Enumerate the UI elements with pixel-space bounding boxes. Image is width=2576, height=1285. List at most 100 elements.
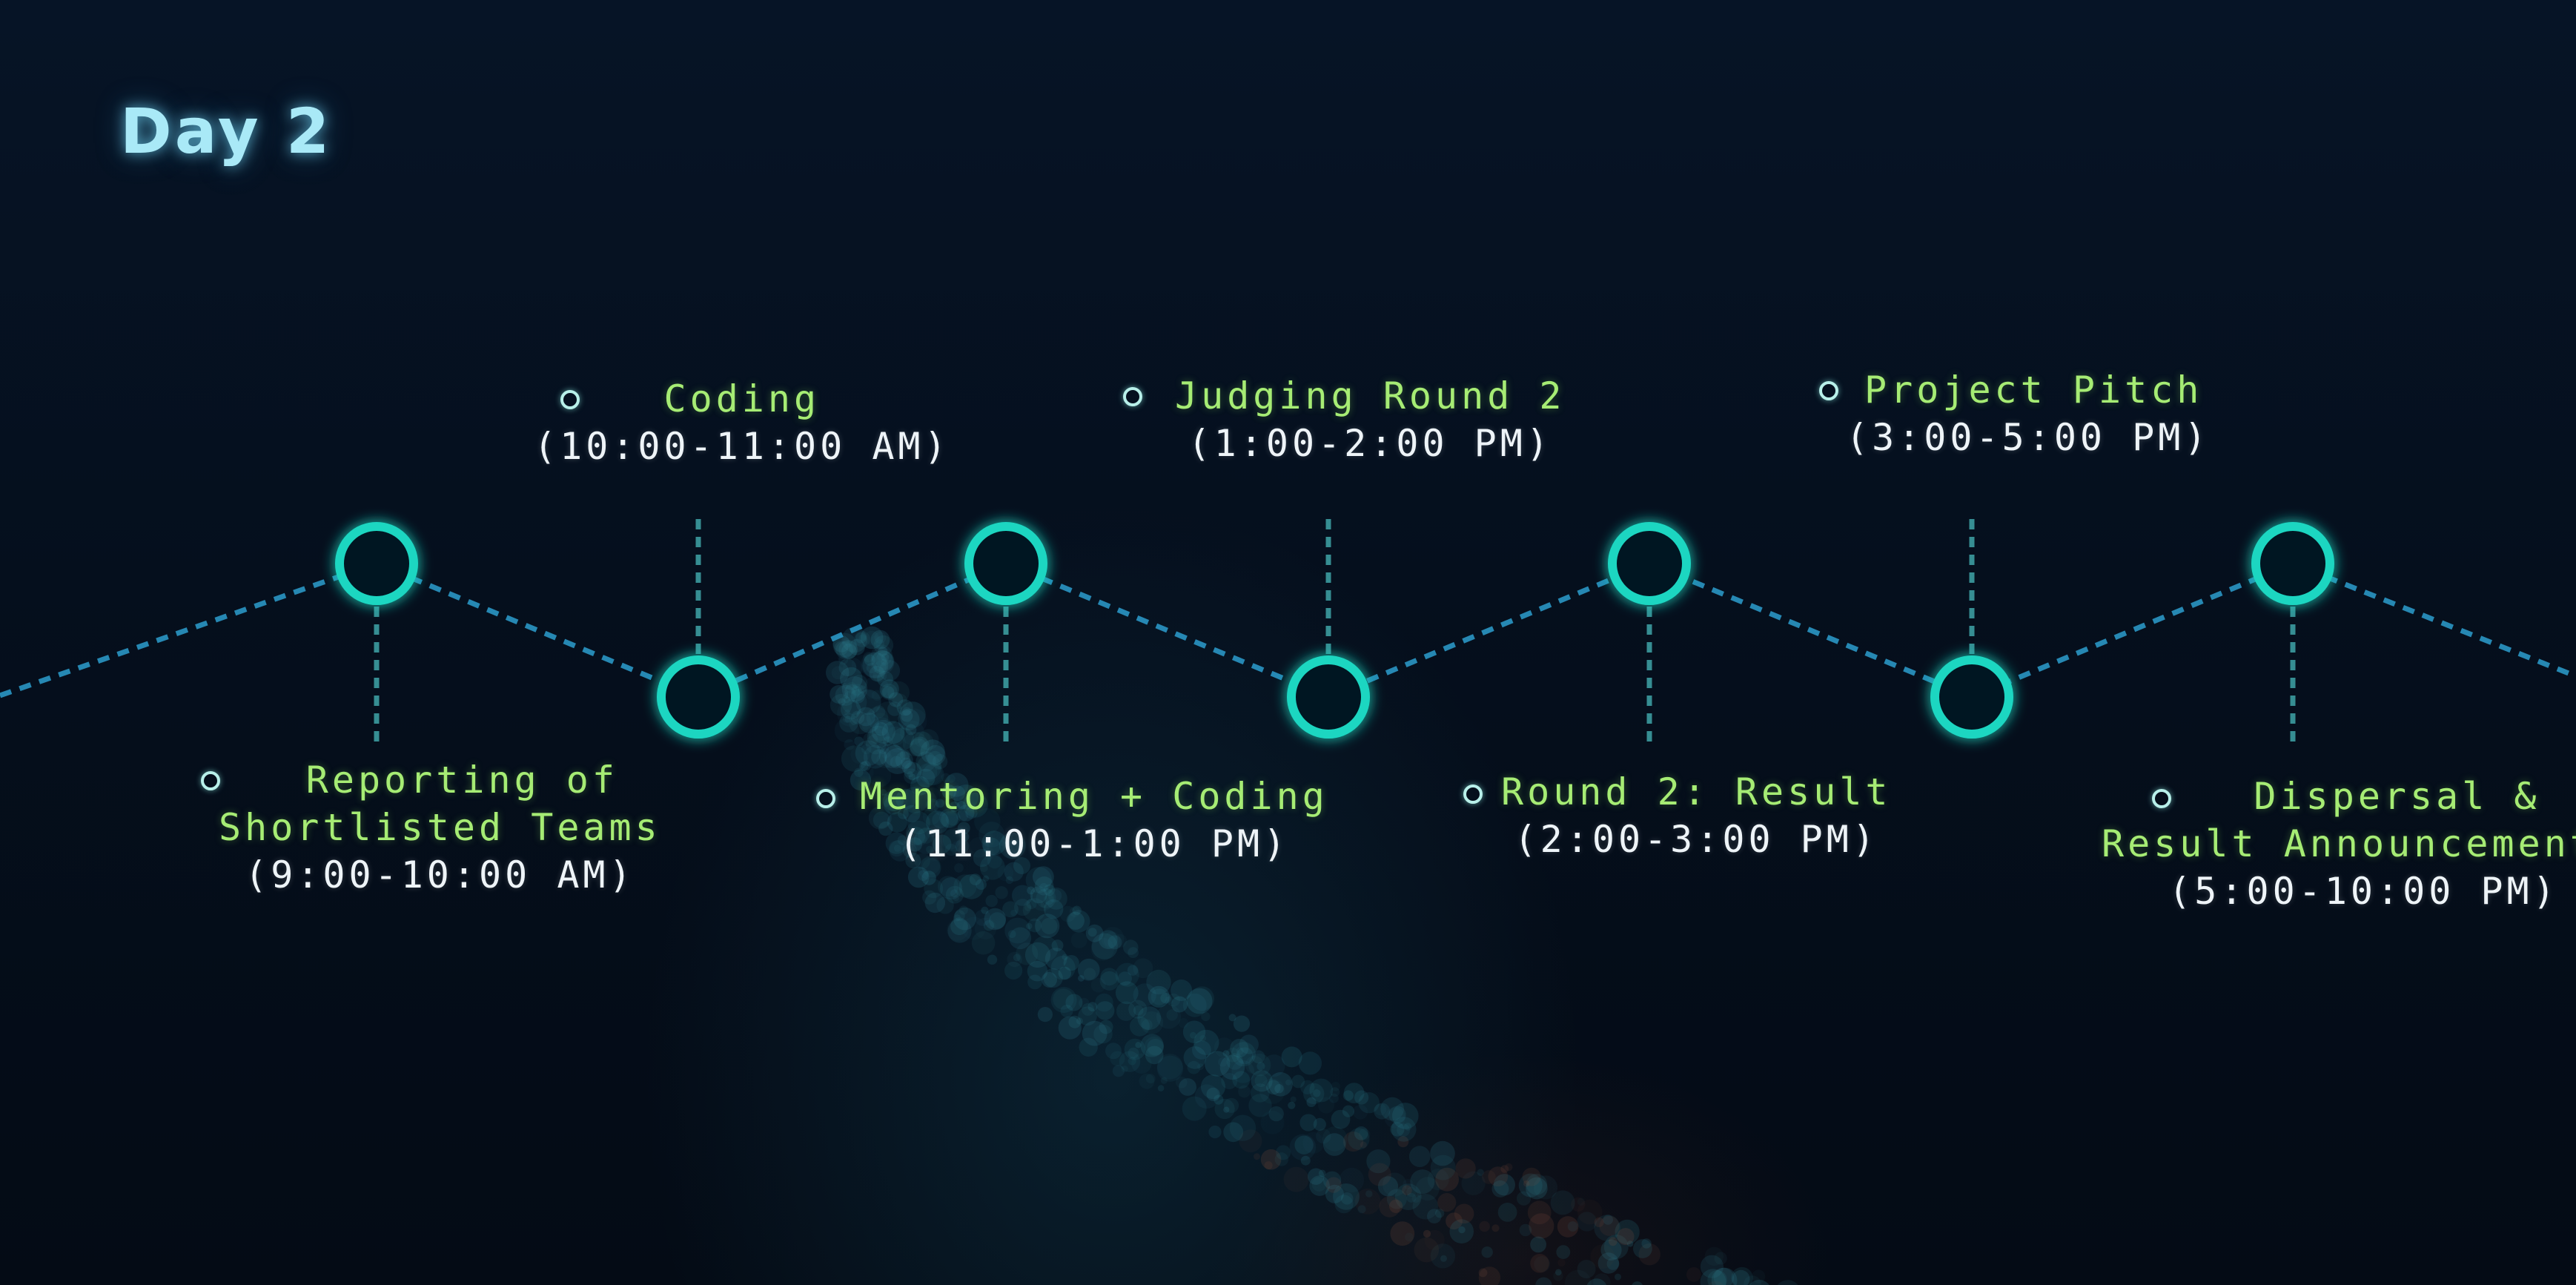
particle: [1037, 1007, 1053, 1023]
particle: [852, 674, 868, 691]
event-time: (9:00-10:00 AM): [245, 853, 635, 896]
particle: [892, 693, 908, 710]
particle: [1236, 1047, 1244, 1055]
particle: [873, 635, 894, 655]
event-name-line: Result Announcement: [2102, 822, 2576, 865]
particle: [1002, 901, 1019, 918]
particle: [905, 853, 921, 868]
particle: [1577, 1198, 1586, 1206]
particle: [1458, 1226, 1466, 1234]
particle: [1298, 1051, 1322, 1075]
particle: [944, 843, 958, 856]
particle: [1100, 968, 1119, 986]
particle: [1343, 1132, 1364, 1152]
particle: [888, 840, 905, 857]
particle: [1446, 1212, 1463, 1230]
particle: [1309, 1175, 1330, 1196]
particle: [841, 745, 868, 772]
particle: [1707, 1281, 1724, 1285]
particle: [1308, 1168, 1325, 1185]
particle: [925, 787, 941, 803]
particle: [924, 892, 946, 914]
particle: [1133, 958, 1153, 979]
particle: [1007, 930, 1016, 939]
event-name-line: Round 2: Result: [1501, 770, 1892, 813]
event-time: (10:00-11:00 AM): [534, 425, 950, 468]
particle: [1156, 1054, 1183, 1080]
particle: [1225, 1048, 1240, 1063]
particle: [1491, 1180, 1509, 1198]
particle: [1731, 1266, 1753, 1285]
particle: [1266, 1080, 1281, 1095]
particle: [881, 721, 905, 744]
particle: [902, 843, 917, 858]
particle: [1328, 1093, 1339, 1103]
particle: [858, 713, 879, 733]
particle: [1157, 1085, 1165, 1091]
particle: [1406, 1186, 1417, 1198]
particle: [1256, 1062, 1265, 1071]
particle: [1405, 1232, 1414, 1242]
particle: [838, 655, 849, 665]
particle: [920, 739, 945, 764]
event-coding: Coding (10:00-11:00 AM): [534, 375, 950, 470]
particle: [1035, 914, 1060, 939]
bullet-icon: [560, 390, 580, 409]
particle: [842, 638, 850, 646]
particle: [1137, 1006, 1162, 1030]
particle: [868, 728, 884, 744]
particle: [1523, 1180, 1530, 1187]
particle: [850, 744, 870, 764]
particle: [875, 639, 885, 649]
particle: [953, 914, 961, 922]
particle: [1096, 1001, 1115, 1020]
particle: [880, 789, 887, 796]
particle: [932, 834, 952, 854]
particle: [832, 632, 857, 658]
particle: [1232, 1071, 1251, 1089]
particle: [1384, 1107, 1405, 1129]
particle: [863, 745, 887, 769]
particle: [932, 812, 949, 829]
particle: [861, 761, 871, 771]
particle: [1365, 1190, 1373, 1198]
particle: [887, 812, 908, 833]
particle: [1493, 1174, 1515, 1196]
particle: [1005, 876, 1014, 885]
particle: [958, 873, 984, 899]
particle: [1236, 1047, 1254, 1065]
particle: [955, 839, 970, 853]
particle: [1027, 918, 1042, 933]
particle: [945, 885, 964, 904]
particle: [843, 696, 850, 704]
particle: [1330, 1087, 1340, 1097]
particle: [849, 711, 872, 735]
particle: [877, 670, 893, 687]
particle: [883, 736, 893, 747]
particle: [1030, 886, 1047, 904]
particle: [1311, 1177, 1327, 1192]
particle: [1231, 1060, 1255, 1083]
bullet-icon: [1463, 784, 1483, 804]
particle: [884, 796, 903, 815]
particle: [1007, 951, 1022, 968]
particle: [999, 832, 1026, 859]
particle: [1386, 1189, 1407, 1209]
particle: [1223, 1097, 1239, 1113]
particle: [878, 743, 904, 768]
particle: [907, 771, 913, 778]
particle: [1058, 1016, 1082, 1040]
particle: [1254, 1074, 1268, 1087]
particle: [963, 792, 988, 818]
particle: [1390, 1122, 1405, 1137]
event-project-pitch: Project Pitch (3:00-5:00 PM): [1816, 366, 2210, 461]
particle: [855, 632, 867, 644]
particle: [1166, 1009, 1178, 1021]
particle: [1182, 993, 1207, 1017]
particle: [1026, 899, 1037, 910]
particle: [907, 866, 930, 888]
particle: [862, 652, 889, 678]
particle: [1449, 1219, 1474, 1243]
particle: [1223, 1106, 1230, 1113]
